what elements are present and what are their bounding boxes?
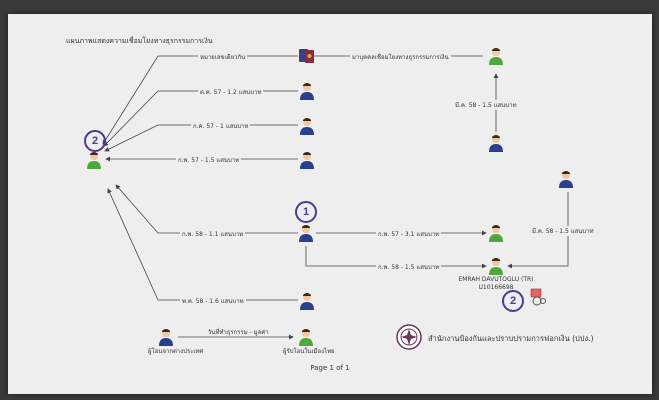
badge-bottom-right: 2 — [502, 290, 524, 312]
edge-label-e5: พ.ค. 58 - 1.6 แสนบาท — [180, 296, 246, 306]
person-target-icon — [488, 257, 504, 275]
person-top-right-icon — [488, 47, 504, 65]
legend-arrow-label: วันที่ทำธุรกรรม - มูลค่า — [208, 329, 269, 336]
edge-label-top-right: มาบุคคลเชื่อมโยงทางธุรกรรมการเงิน — [350, 52, 451, 62]
edge-label-e2: ก.ค. 57 - 1 แสนบาท — [191, 121, 251, 131]
edge-e2 — [104, 124, 298, 152]
legend-thai-label: ผู้รับโอนในเมืองไทย — [283, 348, 335, 355]
person-right-mid-icon — [488, 134, 504, 152]
legend-foreign-label: ผู้โอนจากต่างประเทศ — [148, 348, 204, 355]
person-right-e6-icon — [488, 224, 504, 242]
edge-top-left — [102, 55, 298, 145]
target-id: U10166698 — [478, 284, 514, 291]
badge-center: 1 — [295, 201, 317, 223]
edge-e5 — [107, 188, 298, 301]
person-far-right-icon — [558, 170, 574, 188]
edge-label-e1: ต.ค. 57 - 1.2 แสนบาท — [198, 87, 264, 97]
document-page: แผนภาพแสดงความเชื่อมโยงทางธุรกรรมการเงิน — [8, 14, 652, 394]
person-row2-icon — [299, 117, 315, 135]
agency-logo-icon — [396, 324, 422, 350]
person-center-icon — [298, 224, 314, 242]
edge-label-e3: ก.พ. 57 - 1.5 แสนบาท — [176, 155, 242, 165]
legend-person-thai-icon — [298, 328, 314, 346]
badge-left: 2 — [84, 130, 106, 152]
edge-label-e9: มี.ค. 58 - 1.5 แสนบาท — [530, 226, 596, 236]
document-sheet: แผนภาพแสดงความเชื่อมโยงทางธุรกรรมการเงิน — [8, 14, 652, 394]
edge-e1 — [103, 90, 298, 147]
edge-e9 — [507, 192, 569, 269]
edge-label-e7: ก.พ. 58 - 1.5 แสนบาท — [376, 262, 442, 272]
edge-label-e4: ก.พ. 58 - 1.1 แสนบาท — [180, 229, 246, 239]
edge-label-e6: ก.พ. 57 - 3.1 แสนบาท — [376, 229, 442, 239]
person-row3-icon — [299, 151, 315, 169]
edge-e4 — [115, 184, 298, 234]
target-name: EMRAH DAVUTOGLU (TR) — [458, 276, 534, 283]
person-left-icon — [86, 151, 102, 169]
edge-label-e8: มี.ค. 58 - 1.5 แสนบาท — [453, 100, 519, 110]
edge-label-top: หมายเลขเดียวกัน — [198, 52, 248, 62]
page-number: Page 1 of 1 — [310, 364, 350, 372]
person-row1-icon — [299, 82, 315, 100]
passport-icon — [298, 47, 316, 65]
document-title: แผนภาพแสดงความเชื่อมโยงทางธุรกรรมการเงิน — [66, 37, 213, 45]
seal-icon — [528, 288, 548, 306]
agency-name: สำนักงานป้องกันและปราบปรามการฟอกเงิน (ปป… — [428, 334, 594, 343]
person-row5-icon — [299, 292, 315, 310]
legend-person-foreign-icon — [158, 328, 174, 346]
